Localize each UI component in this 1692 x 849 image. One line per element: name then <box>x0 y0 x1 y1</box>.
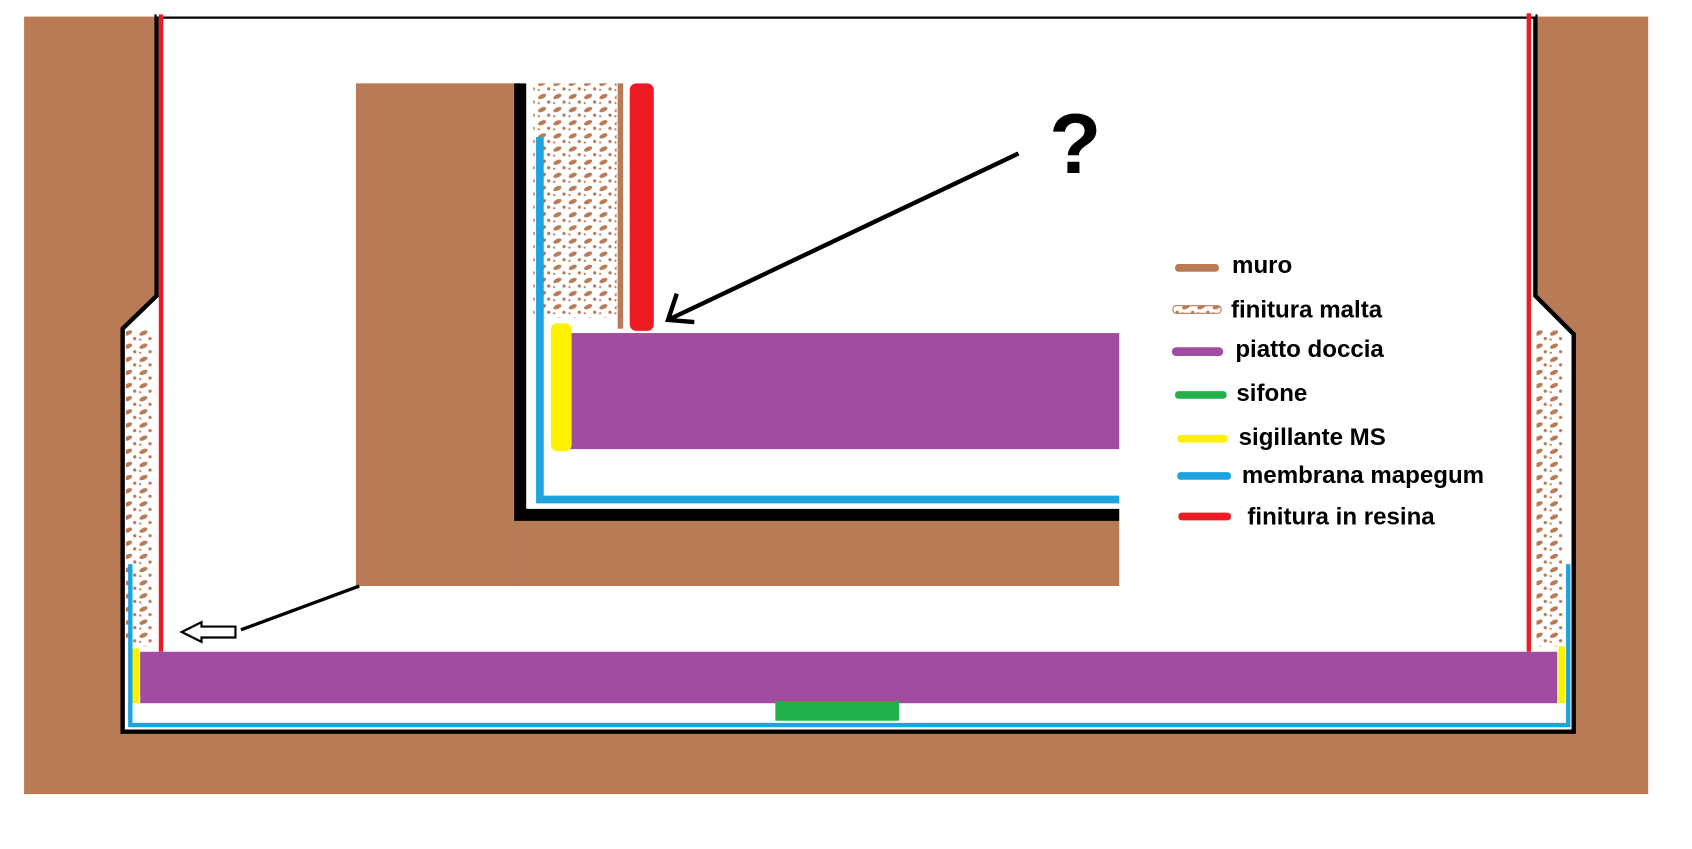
legend-label: piatto doccia <box>1235 336 1384 363</box>
question-mark: ? <box>1049 97 1101 192</box>
inner-outline <box>514 83 1120 521</box>
legend-label: finitura malta <box>1231 297 1383 324</box>
inner-sealant <box>550 323 572 452</box>
legend-label: sigillante MS <box>1239 424 1386 451</box>
detail-arrow-head <box>179 620 237 644</box>
legend-swatch-finitura-malta <box>1172 305 1222 314</box>
inner-shower-tray <box>569 333 1120 450</box>
sealant-left <box>132 648 140 704</box>
legend-swatch-resina <box>1178 512 1231 521</box>
inner-mortar-finish <box>533 83 617 318</box>
legend-label: muro <box>1232 252 1292 279</box>
inner-wall-horizontal <box>514 520 1120 587</box>
resin-finish-right <box>1526 13 1532 652</box>
inner-resin-finish <box>629 83 654 331</box>
legend-swatch-sifone <box>1175 391 1227 399</box>
drain <box>775 701 900 721</box>
mortar-finish-right <box>1536 328 1565 647</box>
question-arrow-line <box>669 151 1020 321</box>
question-arrow-head <box>665 292 695 325</box>
legend: muro finitura malta piatto doccia sifone… <box>1171 252 1484 531</box>
legend-label: finitura in resina <box>1247 504 1435 531</box>
resin-finish-left <box>158 14 164 652</box>
sealant-right <box>1558 646 1565 704</box>
inner-membrane <box>536 137 1120 504</box>
detail-arrow-line <box>240 584 360 632</box>
legend-label: membrana mapegum <box>1242 462 1484 489</box>
legend-swatch-muro <box>1175 264 1219 272</box>
legend-label: sifone <box>1236 380 1307 407</box>
membrane-outer <box>128 564 1571 728</box>
shower-tray-main <box>140 651 1558 704</box>
inner-wall-vertical <box>355 83 521 587</box>
legend-swatch-membrana <box>1177 472 1231 480</box>
legend-swatch-piatto-doccia <box>1171 347 1224 357</box>
legend-swatch-sigillante <box>1177 434 1228 443</box>
inner-wall-thin <box>617 83 624 329</box>
